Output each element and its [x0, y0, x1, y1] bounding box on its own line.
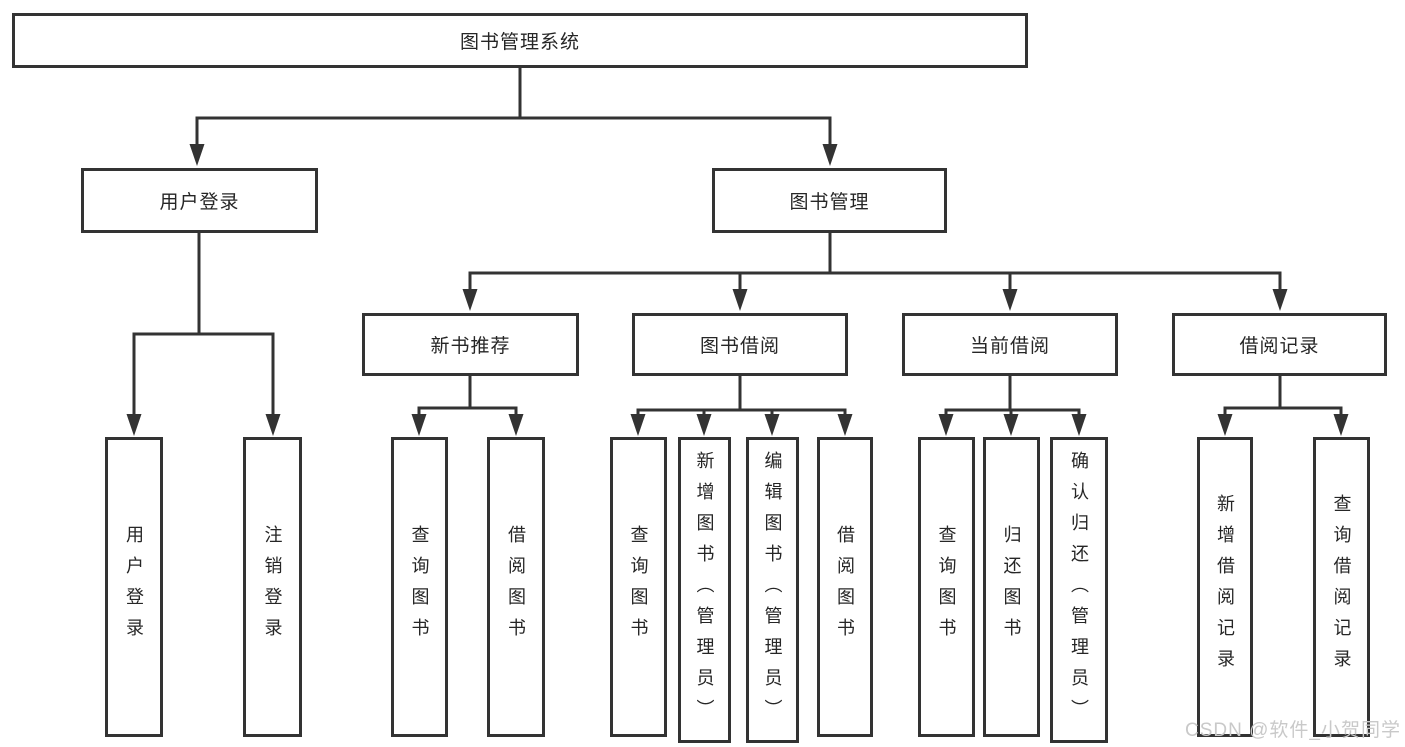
- connector-bookmgmt-to-level3: [468, 233, 1282, 293]
- node-label: 借阅图书: [835, 525, 855, 649]
- connector-bookborrow-to-leaves: [636, 376, 847, 418]
- node-borrowing-records: 借阅记录: [1172, 313, 1387, 376]
- node-label: 查询图书: [936, 525, 957, 649]
- leaf-query-books-borrow: 查询图书: [610, 437, 667, 737]
- leaf-user-login: 用户登录: [105, 437, 163, 737]
- node-label: 图书借阅: [699, 336, 780, 357]
- leaf-return-book: 归还图书: [983, 437, 1040, 737]
- connector-newbook-to-leaves: [417, 376, 518, 418]
- leaf-edit-book-admin: 编辑图书（管理员）: [746, 437, 799, 743]
- node-label: 图书管理系统: [459, 32, 580, 53]
- node-label: 用户登录: [159, 192, 240, 213]
- node-label: 图书管理: [789, 192, 870, 213]
- node-user-login: 用户登录: [81, 168, 318, 233]
- node-label: 查询图书: [409, 525, 430, 649]
- node-label: 新增图书（管理员）: [694, 450, 715, 730]
- leaf-add-borrow-record: 新增借阅记录: [1197, 437, 1253, 737]
- csdn-watermark: CSDN @软件_小贺同学: [1185, 720, 1401, 741]
- node-label: 借阅图书: [506, 525, 526, 649]
- node-current-borrowing: 当前借阅: [902, 313, 1118, 376]
- node-label: 查询借阅记录: [1331, 494, 1352, 680]
- leaf-query-books-current: 查询图书: [918, 437, 975, 737]
- connector-userlogin-to-leaves: [132, 233, 275, 418]
- connector-currentborrow-to-leaves: [944, 376, 1081, 418]
- node-label: 新增借阅记录: [1215, 494, 1235, 680]
- leaf-add-book-admin: 新增图书（管理员）: [678, 437, 731, 743]
- node-label: 当前借阅: [969, 336, 1050, 357]
- node-new-book-recommend: 新书推荐: [362, 313, 579, 376]
- node-label: 借阅记录: [1239, 336, 1320, 357]
- node-library-management-system: 图书管理系统: [12, 13, 1028, 68]
- node-label: 注销登录: [262, 525, 283, 649]
- connector-root-to-level2: [195, 68, 832, 148]
- node-label: 归还图书: [1001, 525, 1022, 649]
- node-label: 确认归还（管理员）: [1069, 450, 1089, 730]
- connector-borrowrecord-to-leaves: [1223, 376, 1343, 418]
- leaf-borrow-books-recommend: 借阅图书: [487, 437, 545, 737]
- leaf-query-books-recommend: 查询图书: [391, 437, 448, 737]
- node-label: 新书推荐: [430, 336, 511, 357]
- arrowhead-icons: [126, 144, 1349, 436]
- leaf-query-borrow-record: 查询借阅记录: [1313, 437, 1370, 737]
- leaf-confirm-return-admin: 确认归还（管理员）: [1050, 437, 1108, 743]
- node-book-management: 图书管理: [712, 168, 947, 233]
- leaf-borrow-books: 借阅图书: [817, 437, 873, 737]
- leaf-logout: 注销登录: [243, 437, 302, 737]
- node-label: 编辑图书（管理员）: [762, 450, 783, 730]
- node-book-borrowing: 图书借阅: [632, 313, 848, 376]
- node-label: 用户登录: [124, 525, 144, 649]
- node-label: 查询图书: [628, 525, 649, 649]
